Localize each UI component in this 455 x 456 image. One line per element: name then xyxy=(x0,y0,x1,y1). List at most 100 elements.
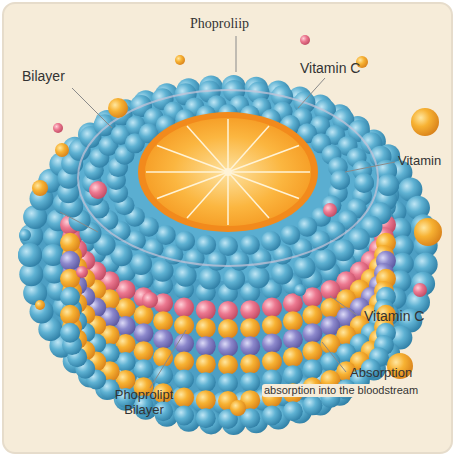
lipid-sphere xyxy=(218,373,238,393)
lipid-sphere xyxy=(262,334,282,354)
lipid-sphere xyxy=(413,283,427,297)
lipid-sphere xyxy=(294,284,306,296)
lipid-sphere xyxy=(302,359,322,379)
lipid-sphere xyxy=(302,395,322,415)
lipid-sphere xyxy=(280,225,300,245)
lipid-sphere xyxy=(175,231,195,251)
lipid-sphere xyxy=(247,266,269,288)
background-panel xyxy=(3,3,452,453)
lipid-sphere xyxy=(283,293,303,313)
part-label: absorption into the bloodstream xyxy=(262,384,420,397)
lipid-sphere xyxy=(302,341,322,361)
lipid-sphere xyxy=(89,181,107,199)
lipid-sphere xyxy=(153,311,173,331)
lipid-sphere xyxy=(283,311,303,331)
slice-segment xyxy=(227,119,229,172)
lipid-sphere xyxy=(134,341,154,361)
lipid-sphere xyxy=(354,173,374,193)
lipid-sphere xyxy=(223,268,245,290)
lipid-sphere xyxy=(174,352,194,372)
lipid-sphere xyxy=(153,329,173,349)
lipid-sphere xyxy=(175,55,185,65)
lipid-sphere xyxy=(53,123,63,133)
lipid-sphere xyxy=(330,170,350,190)
leader-line xyxy=(298,78,325,108)
lipid-sphere xyxy=(32,180,48,196)
lipid-sphere xyxy=(262,352,282,372)
lipid-sphere xyxy=(218,319,238,339)
lipid-sphere xyxy=(240,300,260,320)
lipid-sphere xyxy=(18,243,42,267)
lipid-sphere xyxy=(19,229,31,241)
lipid-sphere xyxy=(323,203,337,217)
lipid-sphere xyxy=(196,318,216,338)
lipid-sphere xyxy=(218,337,238,357)
part-label: Absorption xyxy=(350,366,412,381)
leader-line xyxy=(72,88,112,128)
lipid-sphere xyxy=(60,323,80,343)
lipid-sphere xyxy=(262,316,282,336)
lipid-sphere xyxy=(377,174,399,196)
part-label: Vitamin C xyxy=(364,308,424,324)
lipid-sphere xyxy=(297,217,317,237)
slice-segment xyxy=(228,172,299,199)
part-label: Vitamin C xyxy=(300,60,360,76)
top-face xyxy=(66,89,390,281)
lipid-sphere xyxy=(240,354,260,374)
lipid-sphere xyxy=(196,354,216,374)
lipid-sphere xyxy=(196,372,216,392)
lipid-sphere xyxy=(18,243,42,267)
liposome-body xyxy=(18,75,438,435)
lipid-sphere xyxy=(174,370,194,390)
orange-slice xyxy=(145,118,311,226)
lipid-sphere xyxy=(60,287,80,307)
leader-line xyxy=(345,162,395,172)
lipid-sphere xyxy=(60,305,80,325)
lipid-sphere xyxy=(108,98,128,118)
lipid-sphere xyxy=(330,170,350,190)
lipid-sphere xyxy=(262,406,282,426)
leader-line xyxy=(322,342,346,372)
lipid-sphere xyxy=(55,143,69,157)
lipid-sphere xyxy=(218,301,238,321)
lipid-sphere xyxy=(283,365,303,385)
lipid-sphere xyxy=(230,400,246,416)
lipid-sphere xyxy=(196,300,216,320)
slice-segment xyxy=(187,126,228,172)
leader-line xyxy=(236,36,237,72)
lipid-sphere xyxy=(354,173,374,193)
lipid-sphere xyxy=(240,235,260,255)
outer-shell xyxy=(30,87,426,423)
leader-lines xyxy=(60,36,395,388)
lipid-sphere xyxy=(218,355,238,375)
slice-center xyxy=(224,168,232,176)
orange-peel xyxy=(138,112,318,232)
lipid-sphere xyxy=(35,300,45,310)
lipid-sphere xyxy=(411,108,439,136)
part-label: Phoprolipt Bilayer xyxy=(96,388,192,418)
lipid-sphere xyxy=(153,365,173,385)
lipid-sphere xyxy=(134,359,154,379)
lipid-sphere xyxy=(414,218,442,246)
lipid-sphere xyxy=(262,298,282,318)
lipid-sphere xyxy=(283,329,303,349)
slice-segment xyxy=(157,172,228,199)
lipid-sphere xyxy=(60,251,80,271)
lipid-sphere xyxy=(302,323,322,343)
lipid-sphere xyxy=(76,266,88,278)
lipid-sphere xyxy=(134,305,154,325)
slice-segment xyxy=(227,172,229,225)
lipid-sphere xyxy=(283,347,303,367)
lipid-sphere xyxy=(196,336,216,356)
membrane-ring xyxy=(78,90,378,266)
floating-molecules xyxy=(19,35,442,416)
lipid-sphere xyxy=(174,388,194,408)
part-label: Vitamin xyxy=(398,154,441,169)
lipid-sphere xyxy=(174,298,194,318)
part-label: Phoproliip xyxy=(190,16,249,32)
lipid-sphere xyxy=(300,35,310,45)
slice-segment xyxy=(146,171,228,173)
leader-line xyxy=(330,296,358,316)
lipid-sphere xyxy=(174,406,194,426)
